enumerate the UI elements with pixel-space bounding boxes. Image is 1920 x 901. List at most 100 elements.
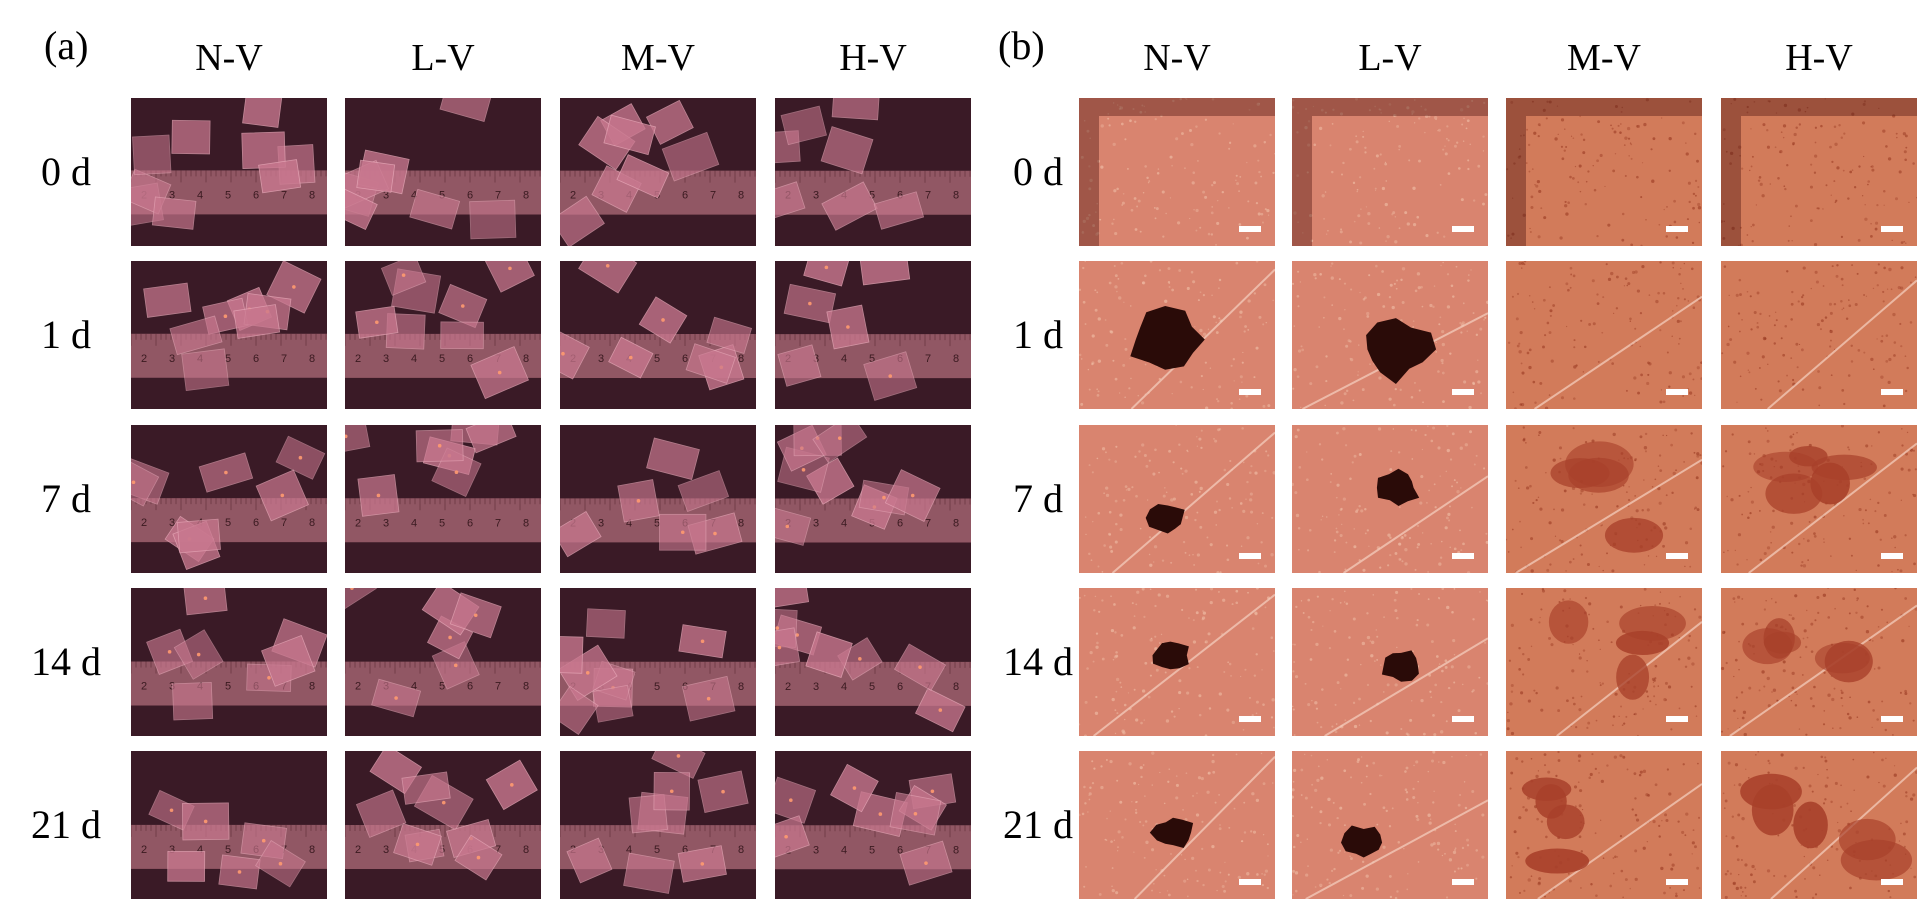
svg-text:2: 2: [355, 517, 361, 529]
scale-bar: [1881, 879, 1903, 885]
svg-text:8: 8: [309, 189, 315, 201]
panel-b-label: (b): [998, 23, 1045, 68]
svg-text:5: 5: [225, 517, 231, 529]
column-header-l-v: L-V: [1358, 37, 1422, 79]
svg-text:3: 3: [169, 353, 175, 365]
svg-text:7: 7: [281, 517, 287, 529]
micrograph-m-v-1d: [1506, 261, 1702, 409]
scale-bar: [1452, 389, 1474, 395]
svg-text:6: 6: [682, 190, 688, 202]
svg-text:5: 5: [225, 681, 231, 693]
svg-text:2: 2: [141, 844, 147, 856]
svg-text:6: 6: [682, 844, 688, 856]
svg-text:2: 2: [355, 844, 361, 856]
svg-text:3: 3: [169, 844, 175, 856]
svg-text:4: 4: [626, 844, 632, 856]
svg-text:3: 3: [813, 190, 819, 202]
svg-text:6: 6: [897, 190, 903, 202]
svg-text:6: 6: [897, 518, 903, 530]
svg-text:5: 5: [439, 353, 445, 365]
svg-text:4: 4: [626, 517, 632, 529]
svg-text:2: 2: [141, 353, 147, 365]
svg-text:2: 2: [355, 681, 361, 693]
micrograph-n-v-0d: [1079, 98, 1275, 246]
svg-text:4: 4: [411, 353, 417, 365]
svg-text:6: 6: [467, 190, 473, 202]
row-label-21d: 21 d: [1003, 802, 1073, 847]
svg-text:8: 8: [953, 681, 959, 693]
svg-text:7: 7: [495, 681, 501, 693]
svg-text:7: 7: [281, 189, 287, 201]
svg-text:5: 5: [439, 681, 445, 693]
svg-text:7: 7: [925, 353, 931, 365]
svg-text:7: 7: [495, 517, 501, 529]
svg-text:4: 4: [841, 353, 847, 365]
svg-text:3: 3: [383, 190, 389, 202]
micrograph-h-v-7d: [1721, 425, 1917, 573]
row-label-1d: 1 d: [41, 312, 91, 357]
scale-bar: [1239, 879, 1261, 885]
micrograph-l-v-14d: [1292, 588, 1488, 736]
svg-text:8: 8: [523, 353, 529, 365]
svg-text:8: 8: [523, 517, 529, 529]
svg-text:7: 7: [495, 190, 501, 202]
svg-text:6: 6: [467, 353, 473, 365]
svg-text:6: 6: [253, 517, 259, 529]
svg-text:3: 3: [598, 353, 604, 365]
micrograph-l-v-1d: [1292, 261, 1488, 409]
micrograph-m-v-7d: [1506, 425, 1702, 573]
svg-text:5: 5: [654, 353, 660, 365]
svg-text:2: 2: [355, 353, 361, 365]
column-header-h-v: H-V: [839, 37, 907, 79]
scale-bar: [1239, 389, 1261, 395]
svg-text:5: 5: [869, 844, 875, 856]
column-header-n-v: N-V: [195, 37, 263, 79]
svg-text:8: 8: [738, 353, 744, 365]
svg-text:8: 8: [309, 517, 315, 529]
svg-text:7: 7: [925, 518, 931, 530]
scale-bar: [1666, 879, 1688, 885]
svg-text:2: 2: [141, 517, 147, 529]
svg-text:3: 3: [813, 844, 819, 856]
scale-bar: [1881, 716, 1903, 722]
scale-bar: [1666, 389, 1688, 395]
svg-text:8: 8: [309, 681, 315, 693]
row-label-7d: 7 d: [41, 476, 91, 521]
svg-text:8: 8: [309, 844, 315, 856]
svg-text:4: 4: [841, 518, 847, 530]
svg-text:4: 4: [411, 190, 417, 202]
column-header-l-v: L-V: [411, 37, 475, 79]
svg-text:5: 5: [225, 844, 231, 856]
micrograph-l-v-0d: [1292, 98, 1488, 246]
panel-a-label: (a): [44, 23, 89, 68]
svg-text:4: 4: [197, 189, 203, 201]
column-header-m-v: M-V: [621, 37, 695, 79]
svg-text:3: 3: [383, 353, 389, 365]
svg-text:5: 5: [225, 353, 231, 365]
svg-text:6: 6: [467, 681, 473, 693]
svg-text:8: 8: [953, 518, 959, 530]
svg-text:6: 6: [253, 189, 259, 201]
svg-text:3: 3: [383, 844, 389, 856]
svg-text:5: 5: [225, 189, 231, 201]
svg-text:3: 3: [383, 517, 389, 529]
micrograph-m-v-14d: [1506, 588, 1702, 736]
svg-text:5: 5: [869, 353, 875, 365]
svg-text:5: 5: [869, 681, 875, 693]
